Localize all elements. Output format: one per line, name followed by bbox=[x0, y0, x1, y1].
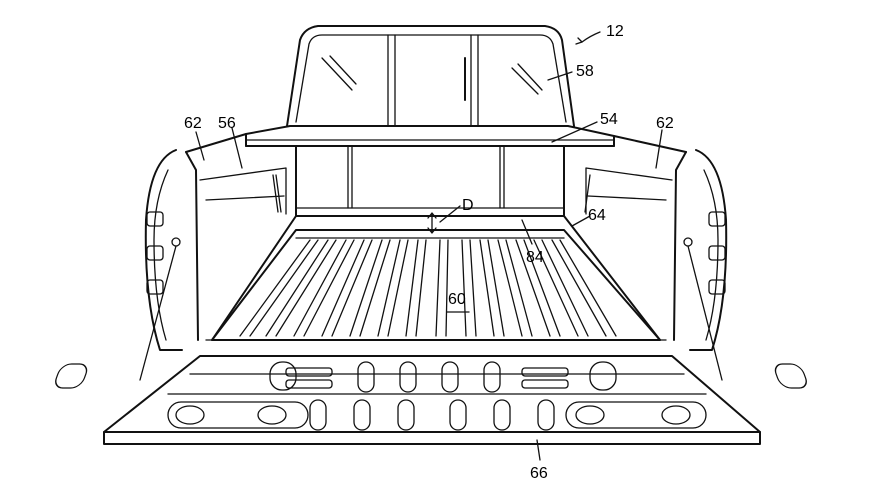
front-bed-wall bbox=[296, 146, 564, 216]
label-62-left: 62 bbox=[184, 115, 202, 132]
label-56: 56 bbox=[218, 115, 236, 132]
label-60: 60 bbox=[448, 291, 466, 308]
reference-numerals: 12 58 54 62 56 62 D 64 84 60 66 bbox=[184, 23, 674, 482]
tailgate-slots-lower bbox=[168, 400, 706, 430]
label-54: 54 bbox=[600, 111, 618, 128]
tailgate bbox=[53, 356, 809, 444]
label-58: 58 bbox=[576, 63, 594, 80]
label-62-right: 62 bbox=[656, 115, 674, 132]
floor-ribs bbox=[240, 240, 616, 336]
cab-rear-window bbox=[287, 26, 574, 126]
label-84: 84 bbox=[526, 249, 544, 266]
header-panel bbox=[246, 126, 614, 146]
leader-lines bbox=[196, 32, 662, 460]
label-66: 66 bbox=[530, 465, 548, 482]
label-64: 64 bbox=[588, 207, 606, 224]
gap-d-arrow bbox=[428, 206, 460, 233]
label-12: 12 bbox=[606, 23, 624, 40]
bed-floor bbox=[206, 206, 666, 340]
left-bed-side bbox=[140, 134, 296, 380]
label-d: D bbox=[462, 197, 474, 214]
